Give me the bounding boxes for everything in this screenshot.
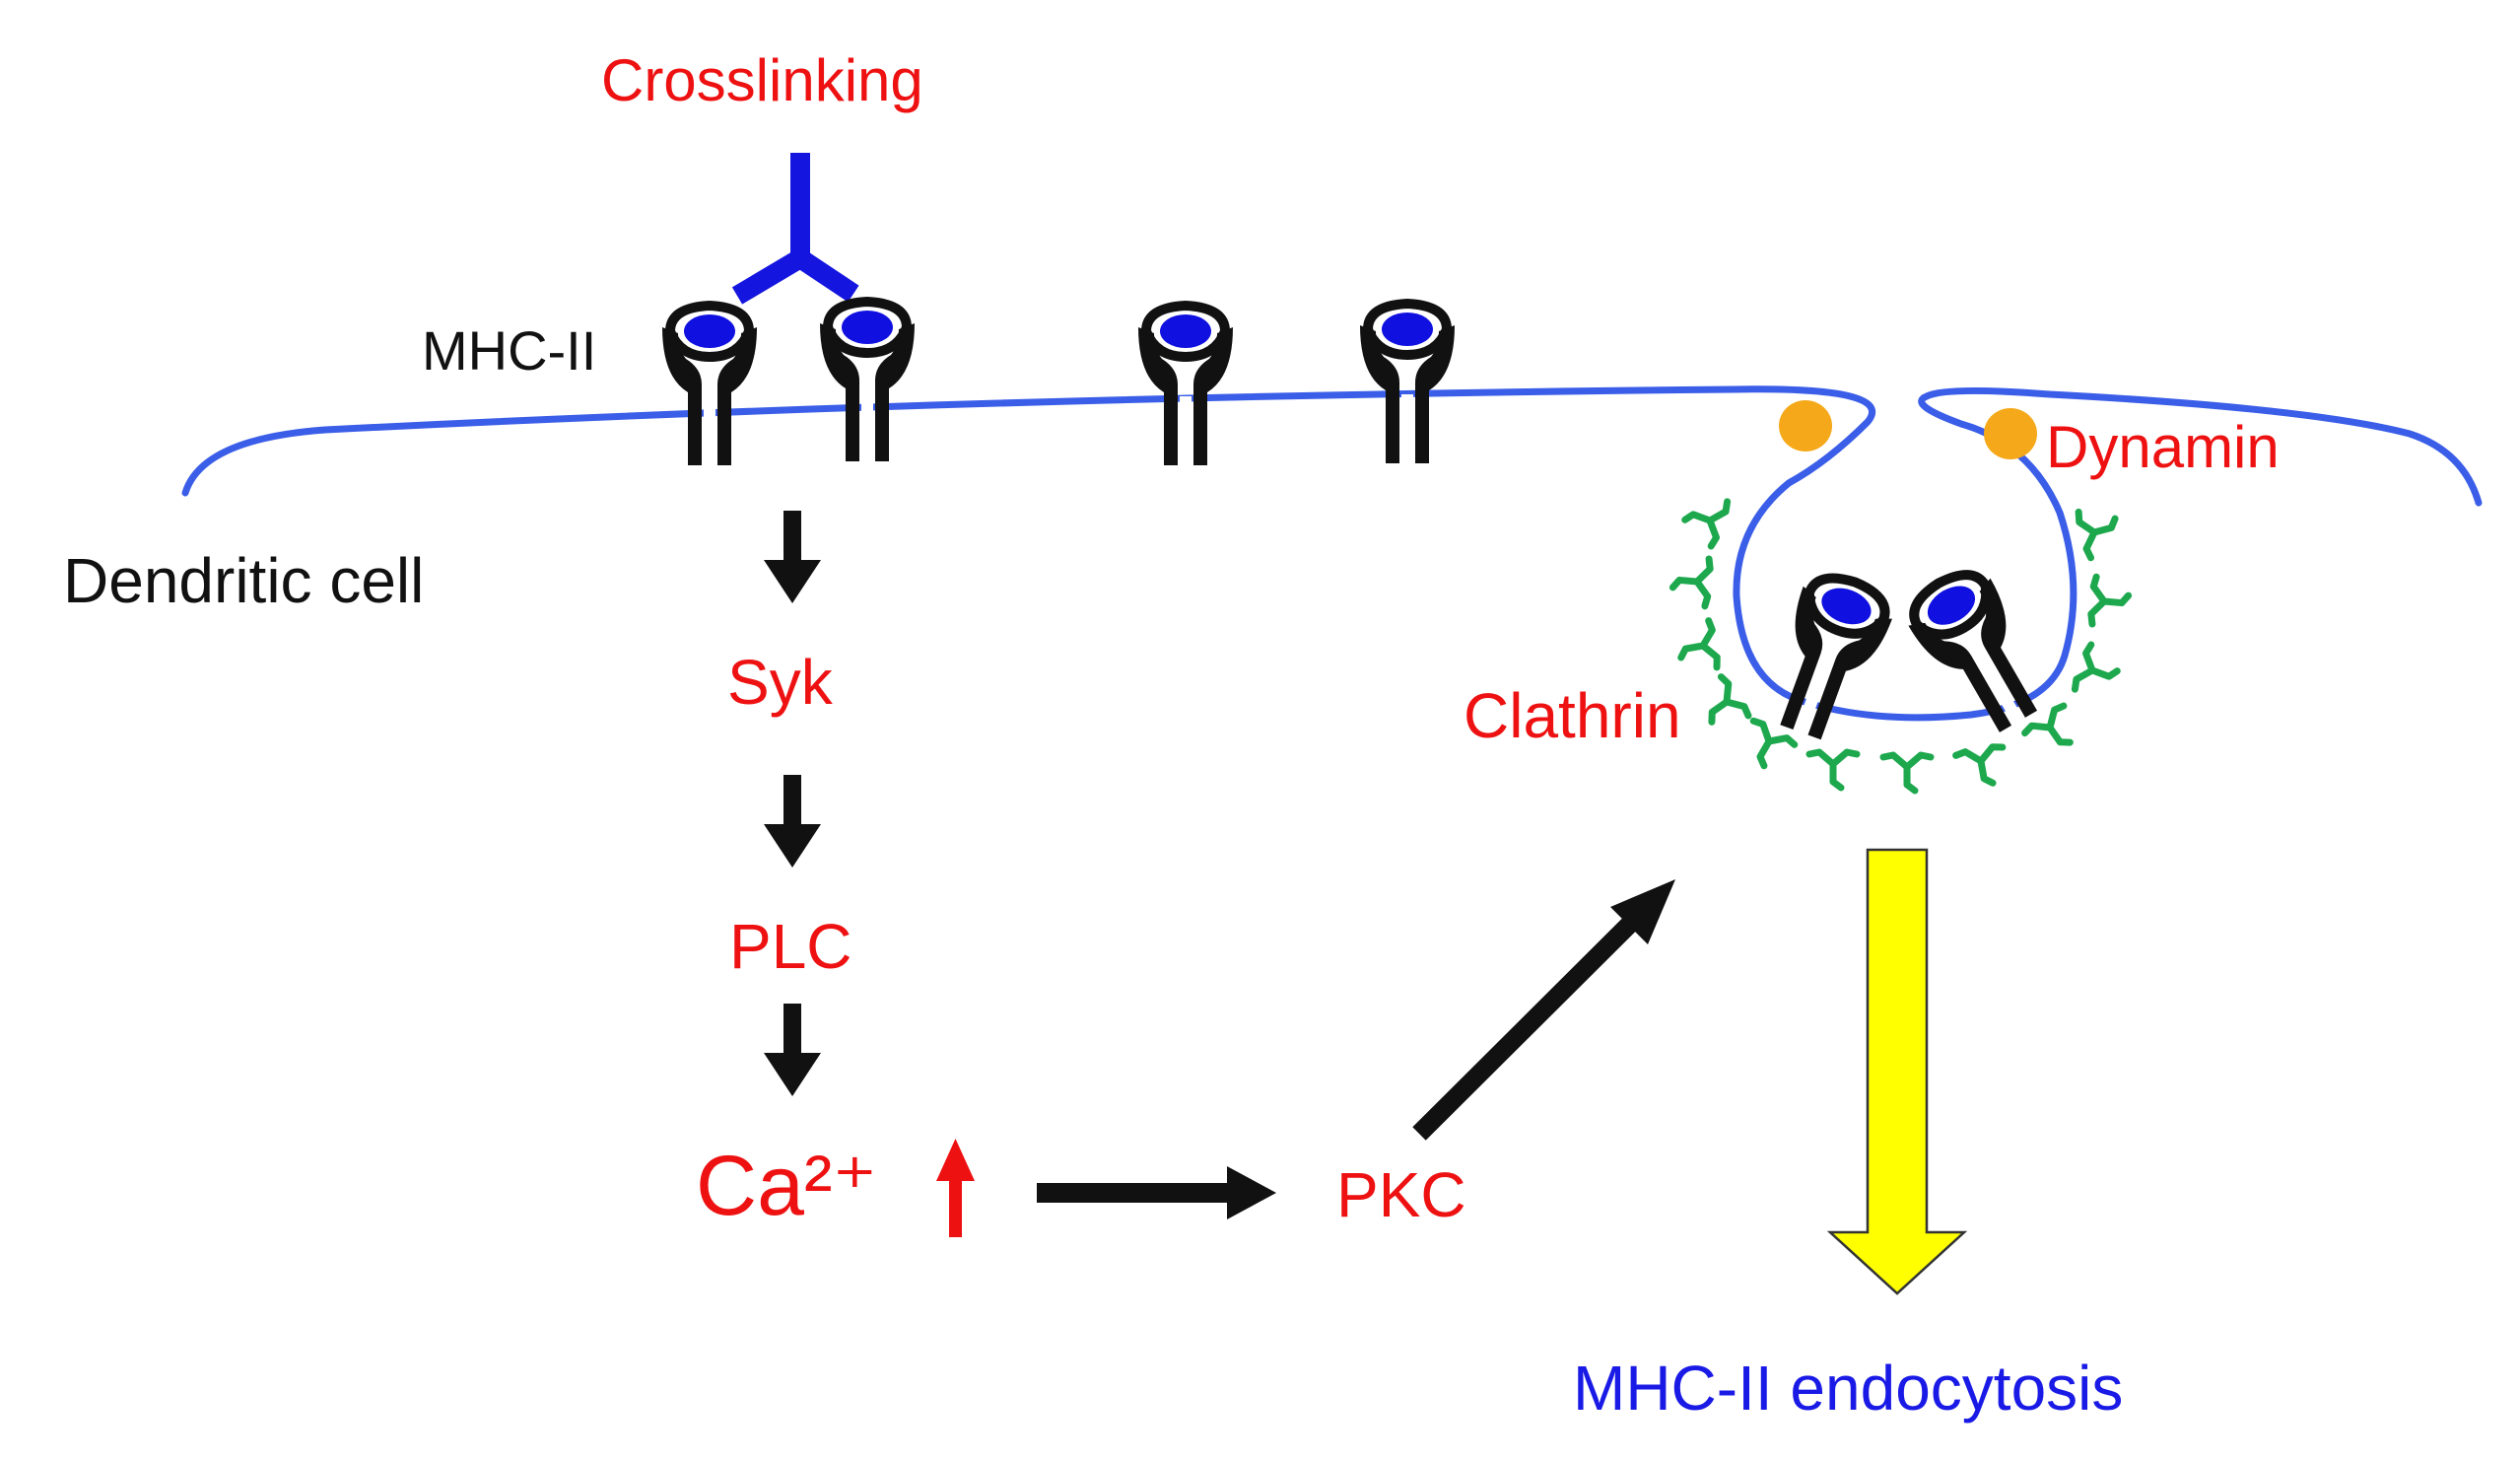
arrow-to-calcium: [764, 1004, 821, 1096]
mhc-ii-receptor-icon: [820, 302, 915, 461]
dynamin-icon: [1984, 408, 2037, 459]
crosslinking-label: Crosslinking: [601, 47, 923, 113]
arrow-calcium-to-pkc: [1037, 1166, 1276, 1219]
arrow-to-plc: [764, 775, 821, 868]
antibody-icon: [731, 153, 859, 305]
mhc-ii-receptor-icon: [1756, 566, 1900, 748]
clathrin-label: Clathrin: [1464, 680, 1681, 751]
up-arrow-icon: [936, 1139, 975, 1237]
pkc-label: PKC: [1336, 1159, 1466, 1230]
mhc-ii-receptor-icon: [1360, 304, 1455, 463]
arrow-to-syk: [764, 511, 821, 603]
mhc-ii-receptor-icon: [662, 306, 757, 465]
plc-label: PLC: [729, 911, 852, 982]
dynamin-label: Dynamin: [2046, 414, 2280, 480]
endocytosis-arrow: [1826, 848, 1968, 1295]
mhc-ii-receptor-icon: [1138, 306, 1233, 465]
arrow-pkc-to-clathrin: [1412, 879, 1675, 1141]
dendritic-cell-label: Dendritic cell: [63, 545, 425, 616]
dynamin-icon: [1779, 400, 1832, 452]
clathrin-icon: [1671, 490, 2130, 791]
calcium-label: Ca²⁺: [696, 1139, 877, 1233]
endocytosis-label: MHC-II endocytosis: [1573, 1353, 2124, 1424]
mhc-ii-label: MHC-II: [422, 319, 597, 382]
syk-label: Syk: [727, 647, 833, 718]
